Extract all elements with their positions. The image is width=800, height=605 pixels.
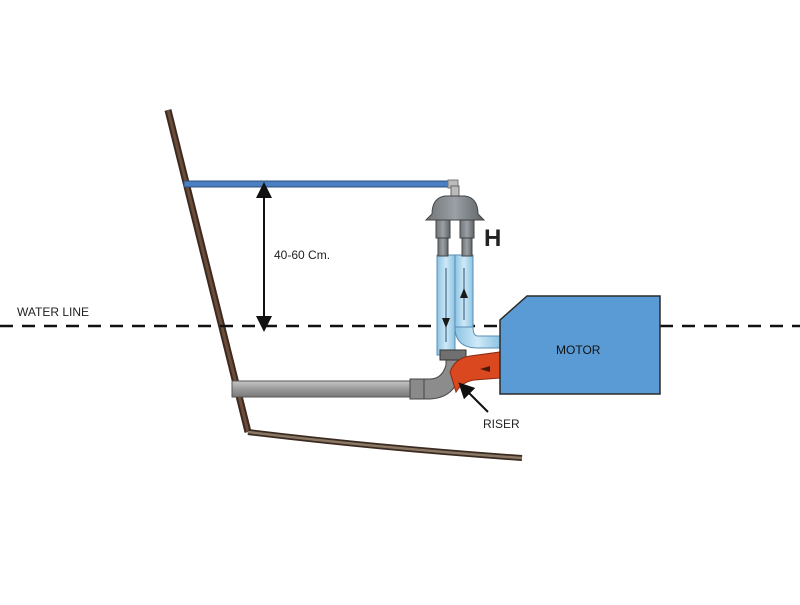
flow-arrow-icon — [442, 288, 468, 328]
vertical-hoses — [436, 254, 501, 356]
component-h-label: H — [484, 225, 501, 252]
riser-pointer-arrow-icon — [458, 382, 489, 413]
riser-label: RISER — [483, 417, 520, 431]
motor-label: MOTOR — [556, 343, 601, 357]
muffler-h-component — [424, 185, 486, 257]
boat-hull — [164, 109, 523, 461]
motor-block — [499, 295, 661, 395]
outlet-pipe — [231, 378, 425, 400]
height-range-label: 40-60 Cm. — [274, 248, 330, 262]
top-hose — [183, 179, 459, 189]
water-line-label: WATER LINE — [17, 305, 89, 319]
